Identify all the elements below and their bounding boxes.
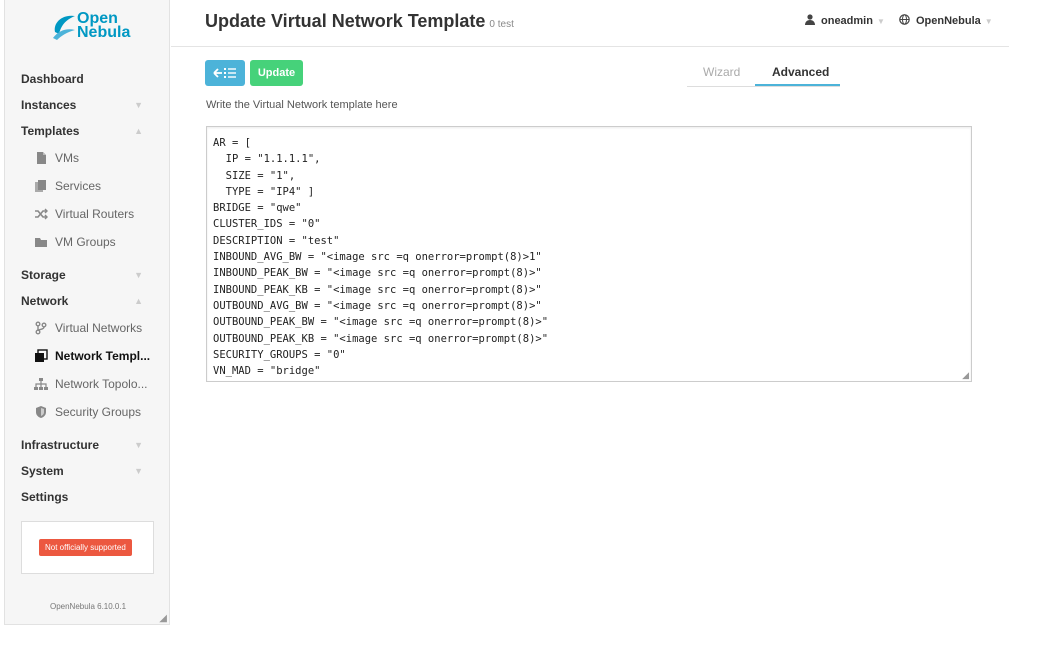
sidebar-item-network[interactable]: Network ▲: [5, 288, 171, 314]
template-content[interactable]: AR = [ IP = "1.1.1.1", SIZE = "1", TYPE …: [213, 137, 549, 378]
folder-icon: [35, 238, 47, 247]
version-label: OpenNebula 6.10.0.1: [49, 602, 127, 611]
chevron-down-icon: ▼: [134, 466, 143, 476]
nebula-logo-icon: [53, 15, 75, 40]
sidebar-item-storage[interactable]: Storage ▼: [5, 262, 171, 288]
sidebar-item-dashboard[interactable]: Dashboard: [5, 66, 171, 92]
page-subtitle: 0 test: [489, 19, 514, 30]
branch-icon: [35, 321, 47, 335]
sidebar-nav: Dashboard Instances ▼ Templates ▲ VMs Serv…: [5, 66, 171, 510]
chevron-up-icon: ▲: [134, 296, 143, 306]
sidebar-item-virtual-networks[interactable]: Virtual Networks: [5, 314, 171, 342]
sidebar-item-label: Network: [21, 294, 69, 308]
sidebar-item-vm-groups[interactable]: VM Groups: [5, 228, 171, 256]
back-to-list-button[interactable]: [205, 60, 245, 86]
back-list-icon: [213, 68, 236, 78]
sidebar-item-infrastructure[interactable]: Infrastructure ▼: [5, 432, 171, 458]
sidebar-item-security-groups[interactable]: Security Groups: [5, 398, 171, 426]
user-icon: [805, 14, 815, 25]
sidebar-item-settings[interactable]: Settings: [5, 484, 171, 510]
sidebar-item-label: Services: [55, 179, 102, 193]
chevron-down-icon: ▼: [134, 440, 143, 450]
sidebar-item-templates[interactable]: Templates ▲: [5, 118, 171, 144]
sidebar-item-label: Dashboard: [21, 72, 84, 86]
sidebar-item-virtual-routers[interactable]: Virtual Routers: [5, 200, 171, 228]
tab-advanced[interactable]: Advanced: [772, 65, 830, 79]
sidebar-item-instances[interactable]: Instances ▼: [5, 92, 171, 118]
mode-tabs: Wizard Advanced: [687, 62, 840, 87]
chevron-down-icon: ▼: [876, 17, 885, 26]
active-tab-indicator: [755, 84, 840, 86]
clone-icon: [35, 349, 48, 362]
sidebar-item-label: Infrastructure: [21, 438, 100, 452]
sidebar-item-services[interactable]: Services: [5, 172, 171, 200]
chevron-down-icon: ▼: [134, 270, 143, 280]
sidebar-item-label: Virtual Routers: [55, 207, 135, 221]
page-title-text: Update Virtual Network Template: [205, 11, 486, 31]
logo-text-line2: Nebula: [77, 24, 131, 41]
sidebar-item-label: Templates: [21, 124, 80, 138]
sidebar-item-label: Virtual Networks: [55, 321, 143, 335]
username: oneadmin: [821, 15, 873, 27]
sidebar-item-system[interactable]: System ▼: [5, 458, 171, 484]
sidebar-item-network-topology[interactable]: Network Topolo...: [5, 370, 171, 398]
sidebar-item-label: VM Groups: [55, 235, 116, 249]
sidebar-item-vms[interactable]: VMs: [5, 144, 171, 172]
shuffle-icon: [35, 208, 48, 220]
sidebar-item-label: VMs: [55, 151, 79, 165]
template-textarea[interactable]: AR = [ IP = "1.1.1.1", SIZE = "1", TYPE …: [206, 126, 972, 382]
chevron-up-icon: ▲: [134, 126, 143, 136]
files-icon: [35, 180, 46, 192]
globe-icon: [899, 14, 910, 25]
update-button[interactable]: Update: [250, 60, 303, 86]
zone-menu[interactable]: OpenNebula▼: [899, 14, 993, 27]
editor-hint: Write the Virtual Network template here: [206, 99, 398, 111]
not-supported-badge: Not officially supported: [39, 539, 132, 556]
textarea-resize-icon[interactable]: ◢: [962, 370, 969, 380]
shield-icon: [36, 406, 46, 418]
sidebar-item-label: Network Templ...: [55, 349, 151, 363]
logo-text-line1: Open: [77, 10, 118, 27]
zone-name: OpenNebula: [916, 15, 981, 27]
sidebar-item-label: Storage: [21, 268, 66, 282]
file-icon: [37, 152, 46, 164]
logo-text: Open Nebula: [77, 10, 131, 41]
chevron-down-icon: ▼: [984, 17, 993, 26]
opennebula-logo[interactable]: Open Nebula: [51, 10, 151, 42]
resize-handle-icon[interactable]: ◢: [159, 613, 167, 624]
user-menu[interactable]: oneadmin▼: [805, 14, 885, 27]
sidebar-item-label: System: [21, 464, 64, 478]
sidebar-item-label: Settings: [21, 490, 69, 504]
sidebar-item-label: Instances: [21, 98, 77, 112]
sitemap-icon: [34, 378, 48, 390]
sidebar-item-network-templates[interactable]: Network Templ...: [5, 342, 171, 370]
sidebar-item-label: Network Topolo...: [55, 377, 148, 391]
support-notice: Not officially supported: [21, 521, 154, 574]
sidebar: Open Nebula Dashboard Instances ▼ Templat…: [4, 0, 170, 625]
sidebar-item-label: Security Groups: [55, 405, 142, 419]
chevron-down-icon: ▼: [134, 100, 143, 110]
tab-wizard[interactable]: Wizard: [703, 65, 741, 79]
